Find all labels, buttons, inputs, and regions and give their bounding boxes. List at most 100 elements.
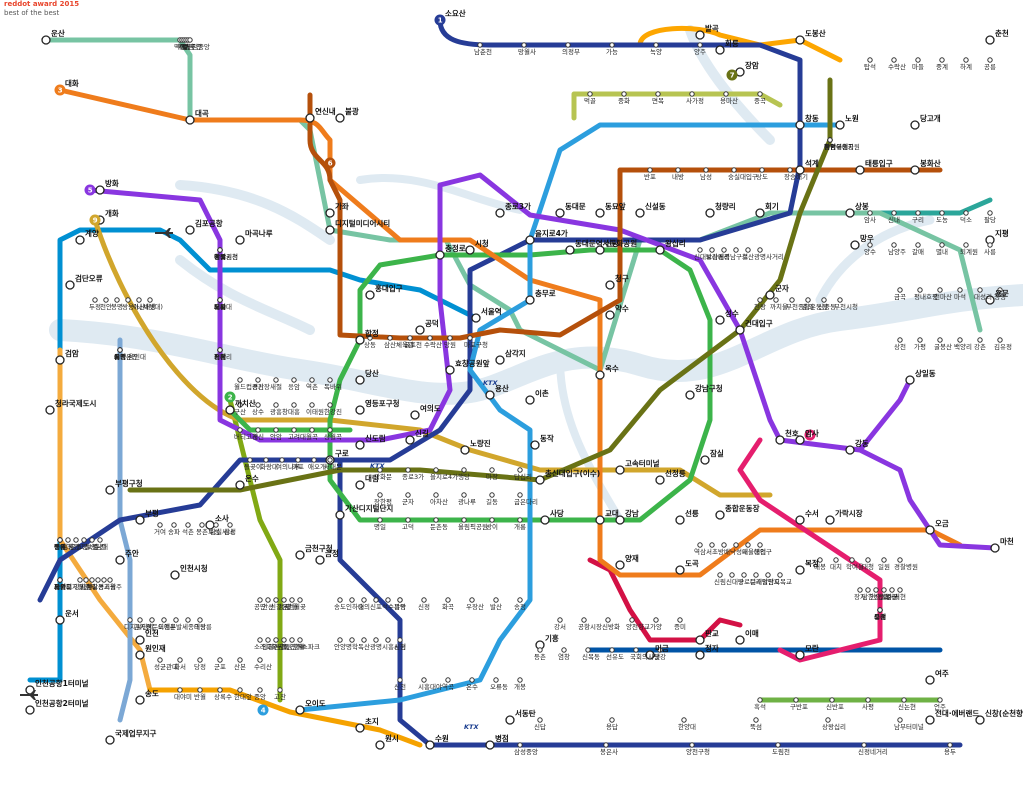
transfer-station-marker[interactable] xyxy=(845,208,855,218)
station-marker[interactable] xyxy=(327,377,333,383)
transfer-station-marker[interactable] xyxy=(715,510,725,520)
transfer-station-marker[interactable] xyxy=(735,325,745,335)
station-marker[interactable] xyxy=(897,557,903,563)
station-marker[interactable] xyxy=(629,617,635,623)
transfer-station-marker[interactable] xyxy=(355,405,365,415)
transfer-station-marker[interactable] xyxy=(185,225,195,235)
station-marker[interactable] xyxy=(605,617,611,623)
station-marker[interactable] xyxy=(621,91,627,97)
station-marker[interactable] xyxy=(805,297,811,303)
station-marker[interactable] xyxy=(427,335,433,341)
transfer-station-marker[interactable] xyxy=(495,355,505,365)
station-marker[interactable] xyxy=(185,522,191,528)
station-marker[interactable] xyxy=(891,57,897,63)
station-marker[interactable] xyxy=(147,297,153,303)
station-marker[interactable] xyxy=(757,247,763,253)
station-marker[interactable] xyxy=(581,617,587,623)
station-marker[interactable] xyxy=(603,742,609,748)
transfer-station-marker[interactable] xyxy=(225,405,235,415)
station-marker[interactable] xyxy=(295,457,301,463)
station-marker[interactable] xyxy=(915,57,921,63)
station-marker[interactable] xyxy=(723,91,729,97)
transfer-station-marker[interactable] xyxy=(795,650,805,660)
station-marker[interactable] xyxy=(405,467,411,473)
transfer-station-marker[interactable] xyxy=(695,30,705,40)
station-marker[interactable] xyxy=(265,637,271,643)
station-marker[interactable] xyxy=(937,697,943,703)
station-marker[interactable] xyxy=(997,337,1003,343)
station-marker[interactable] xyxy=(237,687,243,693)
transfer-station-marker[interactable] xyxy=(325,225,335,235)
transfer-station-marker[interactable] xyxy=(335,113,345,123)
station-marker[interactable] xyxy=(521,42,527,48)
station-marker[interactable] xyxy=(385,637,391,643)
transfer-station-marker[interactable] xyxy=(135,635,145,645)
transfer-station-marker[interactable] xyxy=(465,245,475,255)
station-marker[interactable] xyxy=(377,517,383,523)
station-marker[interactable] xyxy=(433,467,439,473)
transfer-station-marker[interactable] xyxy=(235,480,245,490)
station-marker[interactable] xyxy=(311,457,317,463)
station-marker[interactable] xyxy=(173,617,179,623)
transfer-station-marker[interactable] xyxy=(795,515,805,525)
station-marker[interactable] xyxy=(397,597,403,603)
station-marker[interactable] xyxy=(447,335,453,341)
station-marker[interactable] xyxy=(103,297,109,303)
station-marker[interactable] xyxy=(889,587,895,593)
transfer-station-marker[interactable] xyxy=(795,565,805,575)
station-marker[interactable] xyxy=(217,657,223,663)
station-marker[interactable] xyxy=(385,597,391,603)
station-marker[interactable] xyxy=(237,402,243,408)
transfer-station-marker[interactable] xyxy=(135,515,145,525)
station-marker[interactable] xyxy=(291,402,297,408)
station-marker[interactable] xyxy=(273,402,279,408)
transfer-station-marker[interactable] xyxy=(775,435,785,445)
station-marker[interactable] xyxy=(349,597,355,603)
transfer-station-marker[interactable] xyxy=(715,45,725,55)
transfer-station-marker[interactable] xyxy=(925,525,935,535)
transfer-station-marker[interactable] xyxy=(685,390,695,400)
station-marker[interactable] xyxy=(721,247,727,253)
station-marker[interactable] xyxy=(609,42,615,48)
station-marker[interactable] xyxy=(987,57,993,63)
transfer-station-marker[interactable] xyxy=(675,515,685,525)
station-marker[interactable] xyxy=(717,572,723,578)
station-marker[interactable] xyxy=(89,537,95,543)
station-marker[interactable] xyxy=(185,617,191,623)
transfer-station-marker[interactable] xyxy=(835,120,845,130)
station-marker[interactable] xyxy=(697,42,703,48)
station-marker[interactable] xyxy=(703,167,709,173)
station-marker[interactable] xyxy=(157,657,163,663)
transfer-station-marker[interactable] xyxy=(325,208,335,218)
station-marker[interactable] xyxy=(759,167,765,173)
station-marker[interactable] xyxy=(517,492,523,498)
station-marker[interactable] xyxy=(901,697,907,703)
transfer-station-marker[interactable] xyxy=(41,35,51,45)
station-marker[interactable] xyxy=(309,402,315,408)
station-marker[interactable] xyxy=(187,37,193,43)
station-marker[interactable] xyxy=(136,297,142,303)
station-marker[interactable] xyxy=(609,717,615,723)
station-marker[interactable] xyxy=(273,427,279,433)
station-marker[interactable] xyxy=(97,537,103,543)
transfer-station-marker[interactable] xyxy=(55,355,65,365)
station-marker[interactable] xyxy=(117,347,123,353)
transfer-station-marker[interactable] xyxy=(525,395,535,405)
station-marker[interactable] xyxy=(987,242,993,248)
station-marker[interactable] xyxy=(255,377,261,383)
transfer-station-marker[interactable] xyxy=(605,280,615,290)
station-marker[interactable] xyxy=(237,657,243,663)
transfer-station-marker[interactable] xyxy=(65,280,75,290)
station-marker[interactable] xyxy=(789,297,795,303)
station-marker[interactable] xyxy=(689,742,695,748)
transfer-station-marker[interactable] xyxy=(185,115,195,125)
station-marker[interactable] xyxy=(467,335,473,341)
station-marker[interactable] xyxy=(171,522,177,528)
transfer-station-marker[interactable] xyxy=(825,515,835,525)
transfer-station-marker[interactable] xyxy=(795,35,805,45)
station-marker[interactable] xyxy=(653,42,659,48)
station-marker[interactable] xyxy=(963,242,969,248)
station-marker[interactable] xyxy=(77,577,83,583)
station-marker[interactable] xyxy=(493,597,499,603)
station-marker[interactable] xyxy=(657,647,663,653)
